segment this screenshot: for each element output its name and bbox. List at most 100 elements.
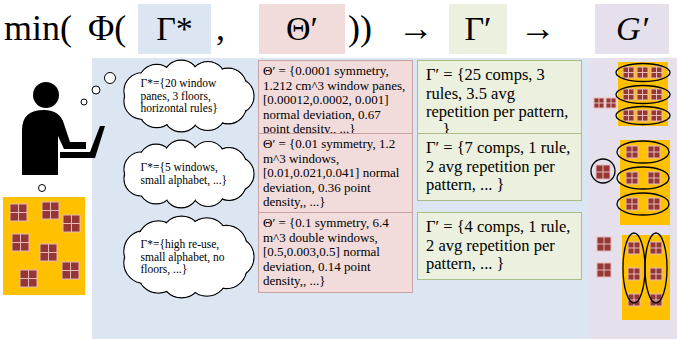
parameter-box: Θ′ = {0.1 symmetry, 6.4 m^3 double windo…: [258, 212, 413, 293]
window-mullion: [597, 263, 611, 277]
window-frame: [648, 172, 660, 184]
window: [626, 172, 638, 184]
window-frame: [10, 204, 27, 221]
window-frame: [637, 110, 648, 121]
window-mullion: [40, 244, 57, 261]
window: [40, 244, 57, 261]
window-mullion: [651, 89, 662, 100]
equation-symbol: Φ(: [88, 10, 126, 46]
window-mullion: [626, 172, 638, 184]
pattern-group: [645, 233, 667, 303]
window: [62, 262, 79, 279]
thought-bubble: [92, 86, 100, 94]
window: [596, 165, 610, 179]
node-text: Γ*={20 window panes, 3 floors, horizonta…: [141, 77, 236, 116]
window-mullion: [626, 146, 638, 158]
window-frame: [596, 165, 610, 179]
header-box: Θ′: [258, 3, 346, 55]
window: [42, 202, 59, 219]
cloud-fill: [141, 235, 236, 280]
node-text: Θ′ = {0.1 symmetry, 6.4 m^3 double windo…: [263, 216, 408, 289]
window-mullion: [650, 242, 662, 254]
window: [637, 89, 648, 100]
thought-bubbles: [39, 73, 116, 192]
equation-symbol: →: [398, 10, 434, 46]
window: [623, 89, 634, 100]
window: [63, 215, 80, 232]
node-text: Γ′ = {7 comps, 1 rule, 2 avg repetition …: [426, 139, 573, 194]
equation-symbol: )): [348, 10, 372, 46]
window-frame: [648, 198, 660, 210]
header-symbol: G′: [616, 12, 648, 46]
window-frame: [20, 270, 37, 287]
window-mullion: [623, 67, 634, 78]
output-panel: [590, 58, 677, 339]
window-frame: [637, 89, 648, 100]
window: [606, 98, 616, 108]
input-panel: [92, 58, 590, 339]
pattern-group: [617, 141, 669, 163]
thought-bubble: [81, 99, 87, 105]
header-symbol: Γ′: [464, 12, 491, 46]
node-text: Θ′ = {0.01 symmetry, 1.2 m^3 windows, [0…: [263, 137, 408, 210]
window: [651, 67, 662, 78]
pattern-group: [616, 64, 670, 82]
window: [651, 89, 662, 100]
header-box: G′: [594, 3, 670, 55]
window-frame: [623, 67, 634, 78]
pattern-group: [617, 193, 669, 215]
window: [648, 146, 660, 158]
pattern-group: [591, 159, 615, 183]
window-frame: [626, 172, 638, 184]
window: [597, 263, 611, 277]
thought-bubble: [39, 185, 46, 192]
node-text: Γ′ = {4 comps, 1 rule, 2 avg repetition …: [426, 218, 573, 273]
window-mullion: [651, 110, 662, 121]
window-mullion: [648, 172, 660, 184]
window-frame: [651, 110, 662, 121]
pattern-group: [623, 233, 645, 303]
window-mullion: [594, 98, 604, 108]
window-mullion: [623, 110, 634, 121]
window-mullion: [637, 67, 648, 78]
window-frame: [597, 263, 611, 277]
window-frame: [597, 237, 611, 251]
window-mullion: [20, 270, 37, 287]
window: [650, 242, 662, 254]
node-text: Γ′ = {25 comps, 3 rules, 3.5 avg repetit…: [426, 66, 573, 140]
window: [650, 268, 662, 280]
window: [628, 242, 640, 254]
pattern-group: [616, 86, 670, 104]
pattern-group: [616, 107, 670, 125]
window-mullion: [637, 89, 648, 100]
result-box: Γ′ = {4 comps, 1 rule, 2 avg repetition …: [417, 212, 582, 280]
window-mullion: [10, 204, 27, 221]
window-frame: [628, 242, 640, 254]
window-mullion: [42, 202, 59, 219]
window: [597, 237, 611, 251]
window-frame: [12, 234, 29, 251]
window: [628, 268, 640, 280]
node-text: Γ*={high re-use, small alphabet, no floo…: [141, 238, 236, 277]
window: [648, 172, 660, 184]
window-frame: [650, 268, 662, 280]
person-head: [33, 82, 59, 108]
window-frame: [606, 98, 616, 108]
window: [10, 204, 27, 221]
facade-wall: [618, 62, 668, 126]
window: [12, 234, 29, 251]
window-mullion: [628, 242, 640, 254]
window-mullion: [596, 165, 610, 179]
window-frame: [594, 98, 604, 108]
window-frame: [62, 262, 79, 279]
window-mullion: [63, 215, 80, 232]
window: [651, 110, 662, 121]
window-mullion: [626, 198, 638, 210]
window-frame: [651, 67, 662, 78]
window-mullion: [637, 110, 648, 121]
window-frame: [628, 268, 640, 280]
equation-symbol: →: [520, 10, 556, 46]
window: [623, 110, 634, 121]
window: [637, 67, 648, 78]
window-frame: [650, 242, 662, 254]
